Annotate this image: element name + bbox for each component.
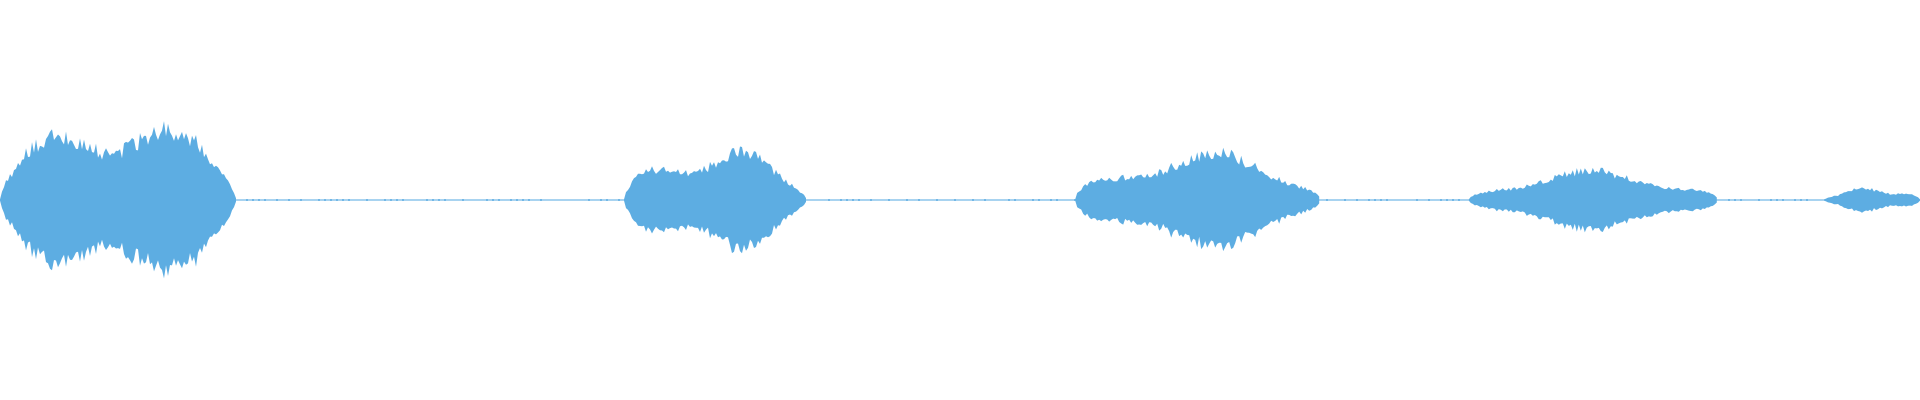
noise-speck <box>1734 199 1736 201</box>
noise-speck <box>870 199 872 201</box>
noise-speck <box>540 199 542 201</box>
noise-speck <box>936 199 938 201</box>
noise-speck <box>462 199 464 201</box>
noise-speck <box>1776 199 1778 201</box>
noise-speck <box>1806 199 1808 201</box>
noise-speck <box>528 199 530 201</box>
waveform-burst <box>0 121 236 279</box>
noise-speck <box>276 199 278 201</box>
noise-speck <box>588 199 590 201</box>
noise-speck <box>252 199 254 201</box>
noise-speck <box>1344 199 1346 201</box>
noise-speck <box>342 199 344 201</box>
noise-speck <box>1800 199 1802 201</box>
noise-speck <box>498 199 500 201</box>
noise-speck <box>318 199 320 201</box>
noise-speck <box>1374 199 1376 201</box>
noise-speck <box>438 199 440 201</box>
noise-speck <box>330 199 332 201</box>
noise-speck <box>1050 199 1052 201</box>
noise-speck <box>918 199 920 201</box>
noise-speck <box>396 199 398 201</box>
noise-speck <box>852 199 854 201</box>
noise-speck <box>336 199 338 201</box>
noise-speck <box>846 199 848 201</box>
noise-speck <box>390 199 392 201</box>
noise-speck <box>1740 199 1742 201</box>
noise-speck <box>858 199 860 201</box>
noise-speck <box>1038 199 1040 201</box>
noise-speck <box>1458 199 1460 201</box>
waveform-bursts <box>0 121 1920 279</box>
noise-speck <box>606 199 608 201</box>
noise-speck <box>1416 199 1418 201</box>
noise-speck <box>972 199 974 201</box>
noise-speck <box>324 199 326 201</box>
noise-speck <box>366 199 368 201</box>
noise-speck <box>1326 199 1328 201</box>
noise-speck <box>1056 199 1058 201</box>
noise-speck <box>1452 199 1454 201</box>
waveform-burst <box>624 146 806 254</box>
noise-speck <box>600 199 602 201</box>
noise-speck <box>1440 199 1442 201</box>
noise-speck <box>1782 199 1784 201</box>
noise-speck <box>1008 199 1010 201</box>
noise-speck <box>384 199 386 201</box>
waveform-burst <box>1824 187 1920 213</box>
noise-speck <box>1356 199 1358 201</box>
noise-speck <box>1032 199 1034 201</box>
noise-speck <box>444 199 446 201</box>
noise-speck <box>246 199 248 201</box>
noise-speck <box>258 199 260 201</box>
noise-speck <box>348 199 350 201</box>
noise-speck <box>516 199 518 201</box>
noise-speck <box>492 199 494 201</box>
noise-speck <box>888 199 890 201</box>
noise-speck <box>1380 199 1382 201</box>
noise-speck <box>1758 199 1760 201</box>
noise-speck <box>954 199 956 201</box>
noise-speck <box>1794 199 1796 201</box>
waveform-burst <box>1468 167 1717 233</box>
noise-speck <box>426 199 428 201</box>
noise-speck <box>828 199 830 201</box>
noise-speck <box>618 199 620 201</box>
noise-speck <box>1428 199 1430 201</box>
noise-speck <box>1770 199 1772 201</box>
noise-speck <box>402 199 404 201</box>
noise-speck <box>300 199 302 201</box>
noise-speck <box>906 199 908 201</box>
noise-speck <box>432 199 434 201</box>
noise-speck <box>840 199 842 201</box>
noise-speck <box>288 199 290 201</box>
waveform-burst <box>1075 147 1320 252</box>
noise-speck <box>1014 199 1016 201</box>
noise-speck <box>1386 199 1388 201</box>
noise-speck <box>1728 199 1730 201</box>
noise-speck <box>1074 199 1076 201</box>
noise-speck <box>510 199 512 201</box>
waveform-noise <box>246 199 1808 201</box>
noise-speck <box>1368 199 1370 201</box>
noise-speck <box>1446 199 1448 201</box>
noise-speck <box>486 199 488 201</box>
noise-speck <box>522 199 524 201</box>
noise-speck <box>984 199 986 201</box>
noise-speck <box>264 199 266 201</box>
